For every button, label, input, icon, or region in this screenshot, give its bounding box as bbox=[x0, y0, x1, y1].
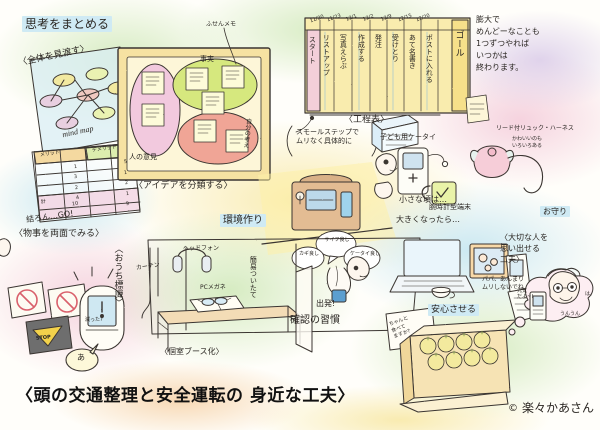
signature: 楽々かあさん bbox=[522, 401, 595, 415]
table-cell-demerit-1: 5 bbox=[123, 158, 128, 166]
schedule-step-create: 作成する bbox=[357, 34, 366, 62]
grandma-bubble-text: 元気 だよ~! bbox=[517, 288, 534, 300]
section-heading-environment: 環境作り bbox=[220, 214, 266, 227]
caption-private-booth: 〈個室ブース化〉 bbox=[160, 347, 224, 356]
schedule-step-post: ポストに入れる bbox=[425, 34, 434, 83]
smartwatch-device bbox=[421, 181, 457, 205]
schedule-step-order: 発注 bbox=[374, 34, 383, 48]
label-departure: 出発! bbox=[316, 299, 336, 308]
label-kids-phone: 子ども用ケータイ bbox=[380, 133, 436, 141]
worry-faces bbox=[0, 153, 398, 281]
label-sticky-note: ふせんメモ bbox=[206, 21, 237, 28]
label-when-small: 小さな頃は… bbox=[399, 195, 447, 204]
schedule-step-start: スタート bbox=[308, 36, 317, 64]
letter-and-box bbox=[385, 307, 517, 413]
section-heading-check-habit: 確認の習慣 bbox=[290, 315, 340, 326]
table-cell-demerit-2: 1 bbox=[123, 169, 128, 177]
pros-cons-table bbox=[31, 142, 141, 223]
caption-classify-ideas: 〈アイデアを分類する〉 bbox=[134, 181, 233, 191]
label-when-grown: 大きくなったら… bbox=[396, 215, 460, 224]
page-title: 〈頭の交通整理と安全運転の 身近な工夫〉 bbox=[16, 386, 355, 406]
copyright-mark: © bbox=[508, 403, 518, 414]
label-reassure: 安心させる bbox=[428, 304, 480, 316]
table-total-label: 計 bbox=[40, 198, 47, 206]
check-phone: ケータイ良し bbox=[350, 251, 381, 257]
family-desk bbox=[389, 239, 539, 323]
desk-scene bbox=[258, 162, 396, 255]
table-total-demerit: 9 bbox=[125, 200, 130, 208]
label-partition: 簡易ついたて bbox=[249, 256, 258, 298]
kids-phone-device bbox=[397, 147, 449, 195]
paper-stack-icon bbox=[371, 114, 419, 153]
caption-both-sides: 〈物事を両面でみる〉 bbox=[14, 229, 105, 239]
table-cell-demerit-4: 1 bbox=[125, 190, 130, 198]
check-wallet: サイフ良し bbox=[324, 237, 350, 243]
table-cell-merit-3: 2 bbox=[74, 184, 79, 192]
table-cell-demerit-3: 2 bbox=[124, 179, 129, 187]
schedule-step-goal: ゴール bbox=[453, 30, 464, 57]
schedule-step-receive: 受けとり bbox=[391, 34, 400, 62]
grandma-ha-text: は、 bbox=[585, 291, 596, 297]
note-harness-cute: かわいいのも いろいろある bbox=[512, 136, 543, 149]
label-smartwatch: 腕時計型端末 bbox=[429, 203, 471, 211]
caption-schedule: 〈工程表〉 bbox=[344, 115, 390, 125]
caption-remember-loved-ones: 〈大切な人を 思い出せる 工夫〉 bbox=[500, 233, 548, 265]
section-heading-thinking: 思考をまとめる bbox=[22, 16, 113, 32]
caption-home-signs: 〈おうち標識〉 bbox=[112, 244, 123, 307]
sign-bubble-a: あ bbox=[77, 353, 85, 362]
label-harness: リード付リュック・ハーネス bbox=[496, 125, 574, 132]
schedule-step-choose-photo: 写真えらぶ bbox=[339, 34, 348, 69]
note-lots-of-work: 膨大で めんどーなことも 1つずつやれば いつかは 終わります。 bbox=[476, 15, 540, 72]
schedule-table bbox=[295, 17, 490, 133]
schedule-step-address: あて名書き bbox=[408, 34, 417, 69]
grandma-nod-text: うんうん bbox=[560, 311, 581, 317]
harness-backpack bbox=[470, 145, 544, 194]
check-keys: カギ良し bbox=[298, 251, 319, 257]
table-cell-merit-2: 3 bbox=[73, 173, 78, 181]
label-amulet: お守り bbox=[540, 206, 570, 217]
phone-message: パパ、あんまり ムリしないでね bbox=[482, 276, 525, 291]
idea-board bbox=[117, 27, 271, 181]
table-total-merit: 10 bbox=[71, 200, 79, 208]
label-headphone: ヘッドフォン bbox=[183, 245, 220, 252]
home-signs bbox=[7, 266, 125, 372]
group-label-fact: 事実 bbox=[200, 55, 214, 63]
grandma-thought bbox=[508, 267, 594, 336]
label-pc-glasses: PCメガネ bbox=[200, 284, 226, 291]
note-small-step: スモールステップで ムリなく具体的に bbox=[296, 128, 359, 146]
sign-text-reduced: 減った? bbox=[85, 317, 103, 323]
group-label-others-opinion: 人の意見 bbox=[129, 153, 157, 161]
schedule-step-listup: リストアップ bbox=[322, 34, 331, 76]
table-cell-merit-1: 1 bbox=[73, 163, 78, 171]
